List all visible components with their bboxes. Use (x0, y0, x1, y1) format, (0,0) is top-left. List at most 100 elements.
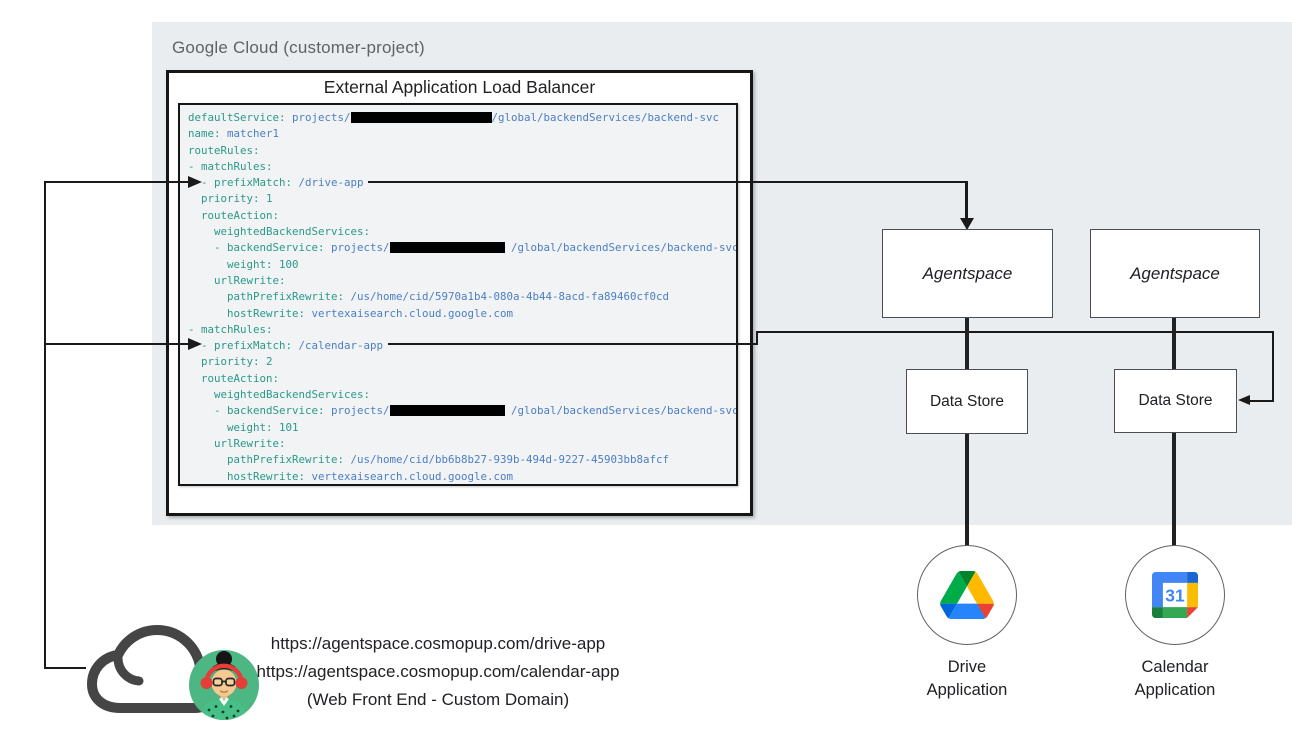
calendar-app-url: https://agentspace.cosmopup.com/calendar… (256, 662, 620, 681)
config-line: pathPrefixRewrite: /us/home/cid/5970a1b4… (188, 289, 736, 305)
config-token: - backendService: (188, 404, 325, 418)
connector-drive-rule-vertical (965, 181, 968, 221)
agentspace-box-2: Agentspace (1090, 229, 1260, 318)
config-token: /global/backendServices/backend-svc (491, 111, 720, 124)
agentspace-box-1: Agentspace (882, 229, 1053, 318)
google-calendar-icon: 31 (1152, 572, 1198, 618)
arrowhead-calendar-rule (188, 338, 202, 350)
config-token: projects/ (285, 111, 351, 124)
config-token: - matchRules: (188, 159, 273, 173)
config-token: name: (188, 127, 221, 141)
connector-calendar-rule-horizontal3 (1250, 400, 1274, 402)
datastore-box-1: Data Store (906, 369, 1028, 434)
config-token: /calendar-app (292, 339, 384, 353)
config-token: priority: (188, 355, 260, 369)
config-line: hostRewrite: vertexaisearch.cloud.google… (188, 306, 736, 322)
config-line: - matchRules: (188, 322, 736, 338)
user-avatar-icon (189, 650, 259, 720)
user-avatar (189, 650, 259, 725)
config-token: vertexaisearch.cloud.google.com (305, 306, 514, 320)
frontend-urls: https://agentspace.cosmopup.com/drive-ap… (252, 630, 624, 714)
agentspace-1-label: Agentspace (922, 263, 1013, 283)
config-token: routeRules: (188, 143, 260, 157)
config-line: weightedBackendServices: (188, 387, 736, 403)
google-drive-icon (940, 571, 994, 619)
datastore-2-label: Data Store (1138, 392, 1213, 409)
config-line: - backendService: projects/ /global/back… (188, 403, 736, 419)
config-line: weight: 101 (188, 420, 736, 436)
config-token: priority: (188, 192, 260, 206)
redacted-project-id (350, 111, 492, 123)
config-line: routeRules: (188, 143, 736, 159)
datastore-1-label: Data Store (929, 392, 1005, 410)
connector-agentspace1-datastore1 (965, 318, 969, 370)
url-map-config-lines: defaultService: projects/ /global/backend… (188, 110, 736, 484)
connector-calendar-rule-horizontal2 (756, 331, 1274, 333)
connector-agentspace2-datastore2 (1172, 318, 1176, 370)
config-token: weight: (188, 420, 273, 434)
config-token: /global/backendServices/backend-svc (504, 241, 738, 255)
config-line: weight: 100 (188, 257, 736, 273)
config-token: hostRewrite: (188, 306, 306, 320)
config-token: defaultService: (188, 111, 286, 124)
config-line: - backendService: projects/ /global/back… (188, 240, 736, 256)
connector-user-to-drive-rule (44, 181, 190, 183)
url-map-config: defaultService: projects/ /global/backend… (178, 103, 738, 486)
config-token: - prefixMatch: (188, 176, 293, 190)
config-token: 2 (259, 355, 273, 369)
config-token: - matchRules: (188, 322, 273, 336)
connector-calendar-rule-vertical (1272, 331, 1274, 402)
config-line: - prefixMatch: /calendar-app (188, 338, 736, 354)
config-token: vertexaisearch.cloud.google.com (305, 469, 514, 483)
config-token: weightedBackendServices: (188, 225, 371, 239)
connector-datastore1-drive (965, 434, 969, 546)
connector-calendar-rule-jog (756, 331, 758, 345)
config-line: - matchRules: (188, 159, 736, 175)
config-token: - backendService: (188, 241, 325, 255)
connector-user-vertical (44, 181, 46, 669)
config-line: routeAction: (188, 371, 736, 387)
config-token: 100 (272, 257, 299, 271)
datastore-box-2: Data Store (1114, 369, 1237, 433)
config-token: weight: (188, 257, 273, 271)
config-token: routeAction: (188, 208, 280, 222)
connector-user-to-calendar-rule (44, 343, 190, 345)
config-token: - prefixMatch: (188, 339, 293, 353)
config-token: /us/home/cid/5970a1b4-080a-4b44-8acd-fa8… (344, 290, 670, 304)
config-token: weightedBackendServices: (188, 388, 371, 402)
config-token: projects/ (324, 404, 390, 418)
connector-user-to-cloud (44, 667, 86, 669)
config-token: /global/backendServices/backend-svc (504, 404, 738, 418)
config-token: urlRewrite: (188, 273, 286, 287)
config-token: /us/home/cid/bb6b8b27-939b-494d-9227-459… (344, 453, 670, 467)
calendar-application-label: Calendar Application (1105, 656, 1245, 702)
agentspace-2-label: Agentspace (1130, 263, 1220, 283)
arrowhead-drive-rule (188, 176, 202, 188)
config-token: 101 (272, 420, 299, 434)
drive-application-node (917, 545, 1017, 645)
config-line: urlRewrite: (188, 436, 736, 452)
drive-application-label: Drive Application (897, 656, 1037, 702)
google-cloud-region-label: Google Cloud (customer-project) (172, 38, 425, 57)
connector-calendar-rule-horizontal1 (388, 343, 758, 345)
config-line: priority: 1 (188, 191, 736, 207)
config-token: routeAction: (188, 371, 280, 385)
calendar-application-node: 31 (1125, 545, 1225, 645)
config-token: /drive-app (292, 176, 364, 190)
config-line: priority: 2 (188, 354, 736, 370)
config-token: hostRewrite: (188, 469, 306, 483)
connector-datastore2-calendar (1172, 433, 1176, 546)
calendar-day-text: 31 (1165, 585, 1185, 605)
frontend-caption: (Web Front End - Custom Domain) (306, 690, 570, 709)
config-token: 1 (259, 192, 273, 206)
connector-drive-rule-horizontal (368, 181, 967, 183)
redacted-project-id (389, 241, 505, 253)
config-token: projects/ (324, 241, 390, 255)
arrowhead-agentspace1 (960, 218, 974, 230)
calendar-label-line2: Application (1134, 681, 1216, 699)
config-line: - prefixMatch: /drive-app (188, 175, 736, 191)
calendar-label-line1: Calendar (1141, 658, 1209, 676)
arrowhead-datastore2 (1238, 395, 1250, 405)
config-line: routeAction: (188, 208, 736, 224)
